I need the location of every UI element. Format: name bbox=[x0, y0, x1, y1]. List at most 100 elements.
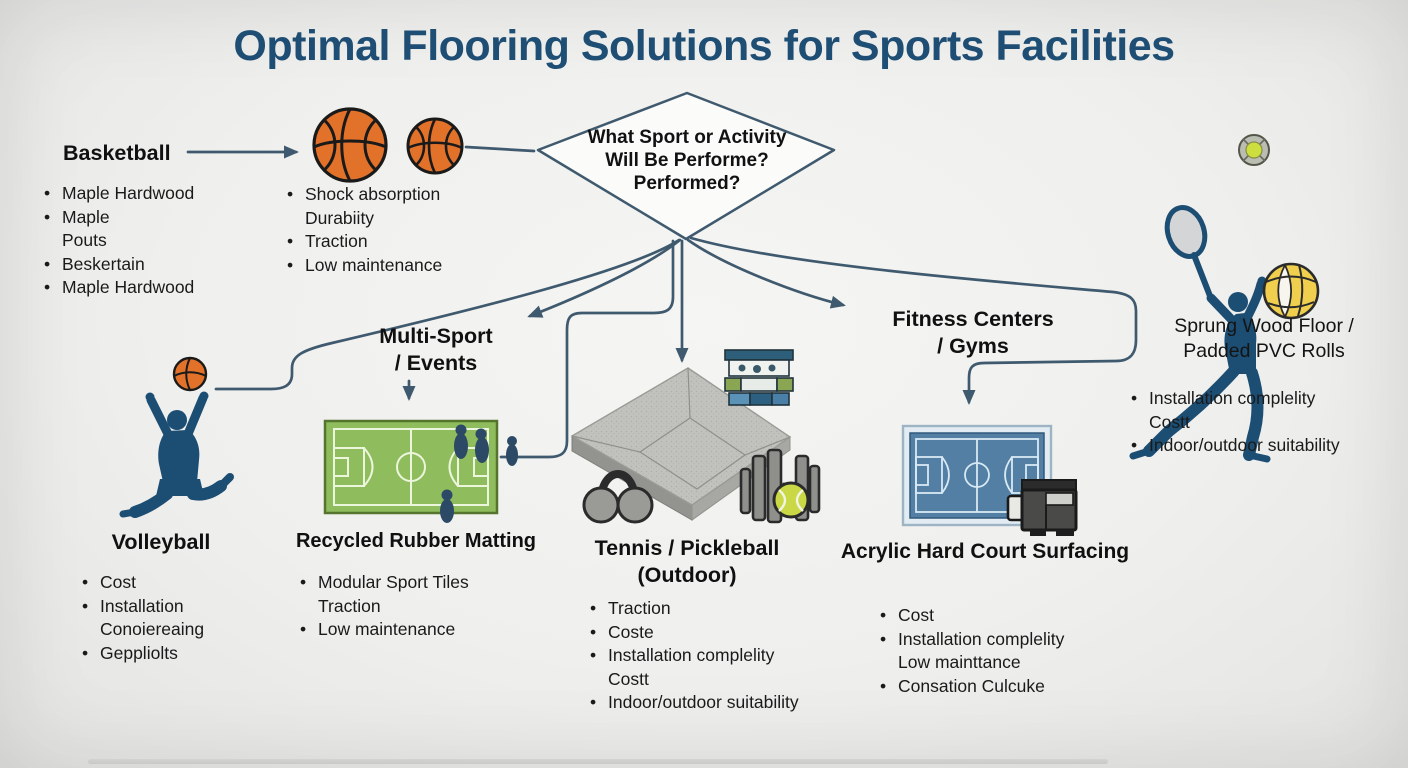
bullet-text: Maple Hardwood bbox=[62, 183, 195, 203]
bullet-dot: • bbox=[44, 206, 51, 227]
volleyball-player-icon bbox=[119, 391, 234, 518]
volleyball-heading: Volleyball bbox=[111, 530, 211, 554]
bullet-dot: • bbox=[880, 675, 887, 696]
bullet-item: • Traction bbox=[590, 597, 850, 621]
tennis-ball-icon bbox=[1238, 134, 1270, 166]
bullet-item: • Low maintenance bbox=[300, 618, 550, 642]
bullet-text: Indoor/outdoor suitability bbox=[608, 692, 799, 712]
bullet-text: Traction bbox=[608, 598, 671, 618]
bullet-dot: • bbox=[590, 645, 597, 665]
dumbbell-tennis-ball-icon bbox=[739, 448, 821, 524]
bullet-dot: • bbox=[44, 277, 51, 297]
bullet-item: • Installation complelity Costt bbox=[590, 644, 850, 691]
equipment-shelf-icon bbox=[724, 349, 794, 406]
sprung-wood-floor-label: Sprung Wood Floor / Padded PVC Rolls bbox=[1174, 315, 1354, 362]
bullet-item: • Installation complelity Costt bbox=[1131, 387, 1403, 434]
bottom-shadow-divider bbox=[88, 759, 1108, 764]
decision-node-text: What Sport or Activity Will Be Performe?… bbox=[556, 126, 818, 195]
bullet-dot: • bbox=[44, 253, 51, 274]
bullet-text: Installation complelity Costt bbox=[1149, 388, 1316, 432]
sprung-bullet-list: • Installation complelity Costt • Indoor/o… bbox=[1131, 387, 1403, 458]
bullet-item: • Low maintenance bbox=[287, 254, 522, 278]
bullet-item: •Shock absorption Durabiity bbox=[287, 183, 522, 230]
multisport-bullet-list: •Modular Sport Tiles Traction • Low maint… bbox=[300, 571, 550, 642]
bullet-text: Installation Conoiereaing bbox=[100, 595, 205, 640]
tennis-player-icon bbox=[1129, 205, 1271, 463]
bullet-item: • Maple Pouts bbox=[44, 206, 284, 253]
bullet-dot: • bbox=[287, 254, 294, 275]
bullet-text: Traction bbox=[305, 231, 368, 251]
bullet-dot: • bbox=[880, 605, 887, 625]
decision-line-1: What Sport or Activity bbox=[587, 127, 787, 148]
volleyball-bullet-list: • Cost • Installation Conoiereaing • Geppli… bbox=[82, 571, 302, 665]
bullet-text: Low maintenance bbox=[305, 254, 443, 275]
bullet-item: • Installation Conoiereaing bbox=[82, 595, 302, 642]
bullet-item: • Cost bbox=[82, 571, 302, 595]
floor-machine-icon bbox=[1006, 479, 1078, 536]
basketball-heading: Basketball bbox=[63, 141, 171, 165]
bullet-item: • Indoor/outdoor suitability bbox=[1131, 434, 1403, 458]
bullet-dot: • bbox=[1131, 435, 1138, 455]
bullet-dot: • bbox=[287, 184, 294, 204]
decision-line-3: Performed? bbox=[633, 173, 741, 194]
bullet-item: • Installation complelity Low mainttance bbox=[880, 628, 1160, 675]
decision-line-2: Will Be Performe? bbox=[605, 150, 769, 171]
page-title: Optimal Flooring Solutions for Sports Fa… bbox=[233, 22, 1175, 70]
bullet-dot: • bbox=[82, 595, 89, 616]
bullet-text: Geppliolts bbox=[100, 642, 178, 663]
bullet-text: Cost bbox=[100, 572, 136, 592]
court-players bbox=[440, 424, 518, 523]
connector-lines bbox=[186, 145, 1138, 459]
bullet-dot: • bbox=[590, 692, 597, 712]
line-balls-to-diamond bbox=[464, 145, 536, 153]
bullet-text: Coste bbox=[608, 621, 654, 642]
bullet-item: • Maple Hardwood bbox=[44, 182, 284, 206]
tennis-bullet-list: • Traction • Coste • Installation complelit… bbox=[590, 597, 850, 715]
bullet-item: • Indoor/outdoor suitability bbox=[590, 691, 850, 715]
decision-diamond bbox=[536, 91, 836, 241]
bullet-item: • Geppliolts bbox=[82, 642, 302, 666]
bullet-item: •Modular Sport Tiles Traction bbox=[300, 571, 550, 618]
bullet-item: • Consation Culcuke bbox=[880, 675, 1160, 699]
basketball-icon bbox=[406, 117, 464, 175]
bullet-dot: • bbox=[82, 572, 89, 592]
bullet-item: • Cost bbox=[880, 604, 1160, 628]
line-elbow-to-green-court bbox=[499, 239, 675, 459]
acrylic-hard-court-heading: Acrylic Hard Court Surfacing bbox=[840, 540, 1130, 563]
bullet-text: Modular Sport Tiles Traction bbox=[318, 572, 469, 616]
bullet-text: Installation complelity Low mainttance bbox=[898, 628, 1065, 673]
bullet-item: • Beskertain bbox=[44, 253, 284, 277]
bullet-dot: • bbox=[300, 619, 307, 639]
line-diamond-to-volleyball bbox=[214, 238, 681, 391]
bullet-text: Installation complelity Costt bbox=[608, 645, 775, 689]
bullet-text: Low maintenance bbox=[318, 619, 456, 639]
arrow-diamond-to-fitness bbox=[686, 238, 846, 309]
bullet-text: Maple Hardwood bbox=[62, 277, 195, 297]
bullet-text: Cost bbox=[898, 605, 934, 625]
bullet-item: • Maple Hardwood bbox=[44, 276, 284, 300]
bullet-dot: • bbox=[590, 598, 597, 618]
bullet-dot: • bbox=[880, 628, 887, 649]
bullet-dot: • bbox=[590, 621, 597, 642]
earmuff-weights-icon bbox=[582, 469, 654, 524]
green-court-icon bbox=[323, 419, 518, 523]
bullet-dot: • bbox=[82, 642, 89, 663]
bullet-dot: • bbox=[1131, 388, 1138, 408]
bullet-item: • Traction bbox=[287, 230, 522, 254]
bullet-text: Maple Pouts bbox=[62, 206, 110, 251]
bullet-text: Beskertain bbox=[62, 253, 145, 274]
bullet-item: • Coste bbox=[590, 621, 850, 645]
arrow-diamond-to-multisport bbox=[527, 238, 682, 318]
basketball-icon bbox=[172, 356, 208, 392]
tennis-pickleball-heading: Tennis / Pickleball (Outdoor) bbox=[594, 536, 780, 587]
bullet-dot: • bbox=[44, 183, 51, 203]
bullet-text: Consation Culcuke bbox=[898, 675, 1045, 696]
bullet-text: Indoor/outdoor suitability bbox=[1149, 435, 1340, 455]
volleyball-icon bbox=[1262, 262, 1320, 320]
multisport-heading: Multi-Sport / Events bbox=[379, 324, 493, 375]
bullet-dot: • bbox=[287, 231, 294, 251]
basketball-bullet-list: • Maple Hardwood • Maple Pouts • Beskertain… bbox=[44, 182, 284, 300]
recycled-rubber-matting-heading: Recycled Rubber Matting bbox=[295, 530, 537, 552]
